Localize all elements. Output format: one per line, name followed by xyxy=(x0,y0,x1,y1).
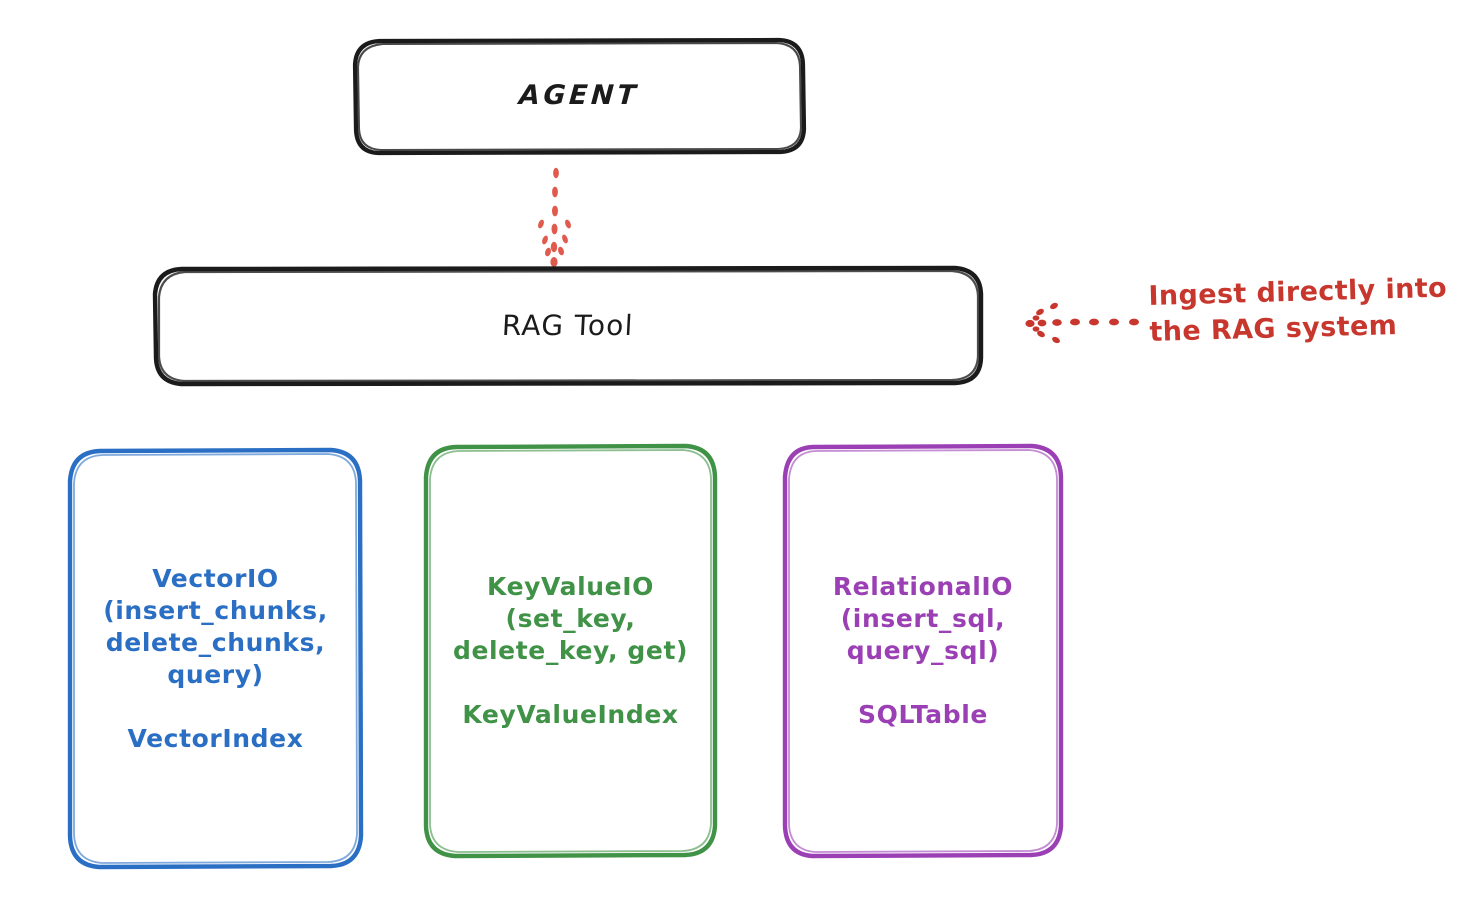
agent-box-outline xyxy=(352,37,807,156)
vector-io-box-outline xyxy=(67,447,364,870)
node-rag-tool[interactable]: RAG Tool xyxy=(155,268,981,384)
agent-to-rag-tool-arrow xyxy=(538,167,571,267)
relational-io-box-outline xyxy=(782,443,1064,859)
node-key-value-io-label: KeyValueIO (set_key, delete_key, get) Ke… xyxy=(452,572,689,729)
node-agent-label: AGENT xyxy=(518,80,641,112)
node-vector-io[interactable]: VectorIO (insert_chunks, delete_chunks, … xyxy=(70,450,361,867)
node-key-value-io[interactable]: KeyValueIO (set_key, delete_key, get) Ke… xyxy=(426,446,715,856)
node-agent[interactable]: AGENT xyxy=(355,40,804,153)
rag-tool-box-outline xyxy=(152,265,984,387)
node-vector-io-label: VectorIO (insert_chunks, delete_chunks, … xyxy=(103,563,328,753)
ingest-to-rag-tool-arrow xyxy=(1025,302,1139,344)
node-rag-tool-label: RAG Tool xyxy=(501,308,635,342)
node-relational-io[interactable]: RelationalIO (insert_sql, query_sql) SQL… xyxy=(785,446,1061,856)
key-value-io-box-outline xyxy=(423,443,718,859)
annotation-ingest-directly: Ingest directly into the RAG system xyxy=(1148,272,1448,348)
node-relational-io-label: RelationalIO (insert_sql, query_sql) SQL… xyxy=(832,572,1014,729)
